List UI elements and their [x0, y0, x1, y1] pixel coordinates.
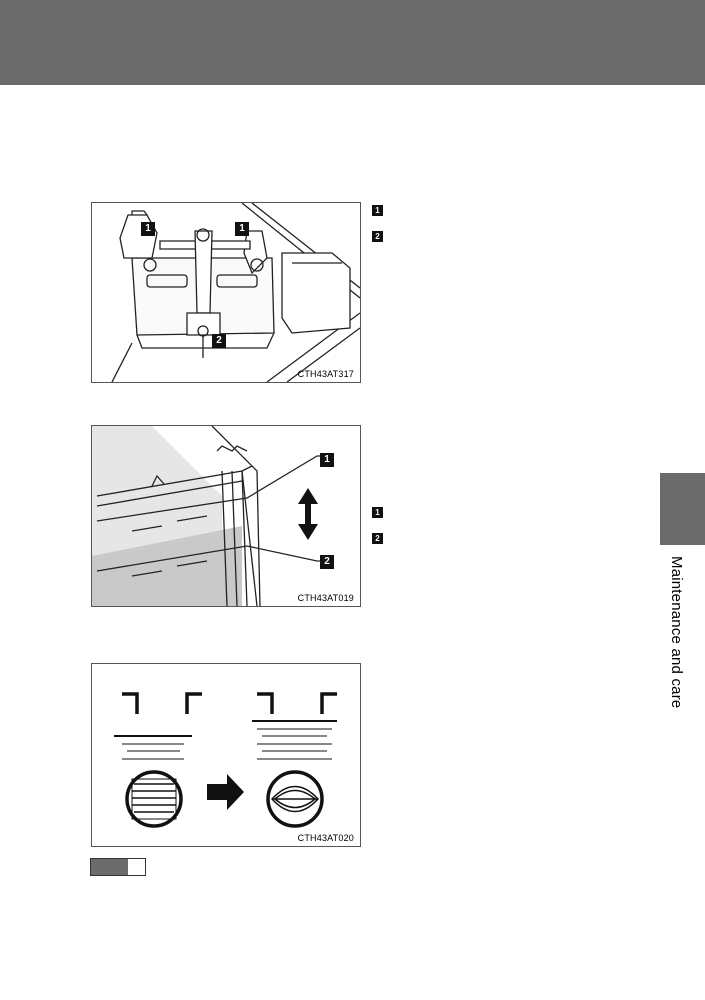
figure-code: CTH43AT020 — [297, 833, 354, 843]
level-comparison-illustration — [114, 692, 337, 828]
figure-battery-terminals: 1 1 2 CTH43AT317 — [91, 202, 361, 383]
figure-code: CTH43AT317 — [297, 369, 354, 379]
callout-lower-level: 2 — [320, 555, 334, 569]
callout-1-left: 1 — [141, 222, 155, 236]
legend-badge-1: 1 — [372, 507, 383, 518]
legend-badge-1: 1 — [372, 205, 383, 216]
section-tab — [660, 473, 705, 545]
legend-badge-2: 2 — [372, 231, 383, 242]
section-tab-label: Maintenance and care — [668, 556, 685, 709]
fluid-level-illustration — [92, 426, 324, 606]
legend-badge-2: 2 — [372, 533, 383, 544]
figure-fluid-level: 1 2 CTH43AT019 — [91, 425, 361, 607]
figure-level-comparison: CTH43AT020 — [91, 663, 361, 847]
header-bar — [0, 0, 705, 85]
figure-code: CTH43AT019 — [297, 593, 354, 603]
callout-1-right: 1 — [235, 222, 249, 236]
page-marker-fill — [91, 859, 128, 875]
page-marker — [90, 858, 146, 876]
callout-upper-level: 1 — [320, 453, 334, 467]
battery-terminals-illustration — [111, 203, 360, 382]
callout-2: 2 — [212, 334, 226, 348]
